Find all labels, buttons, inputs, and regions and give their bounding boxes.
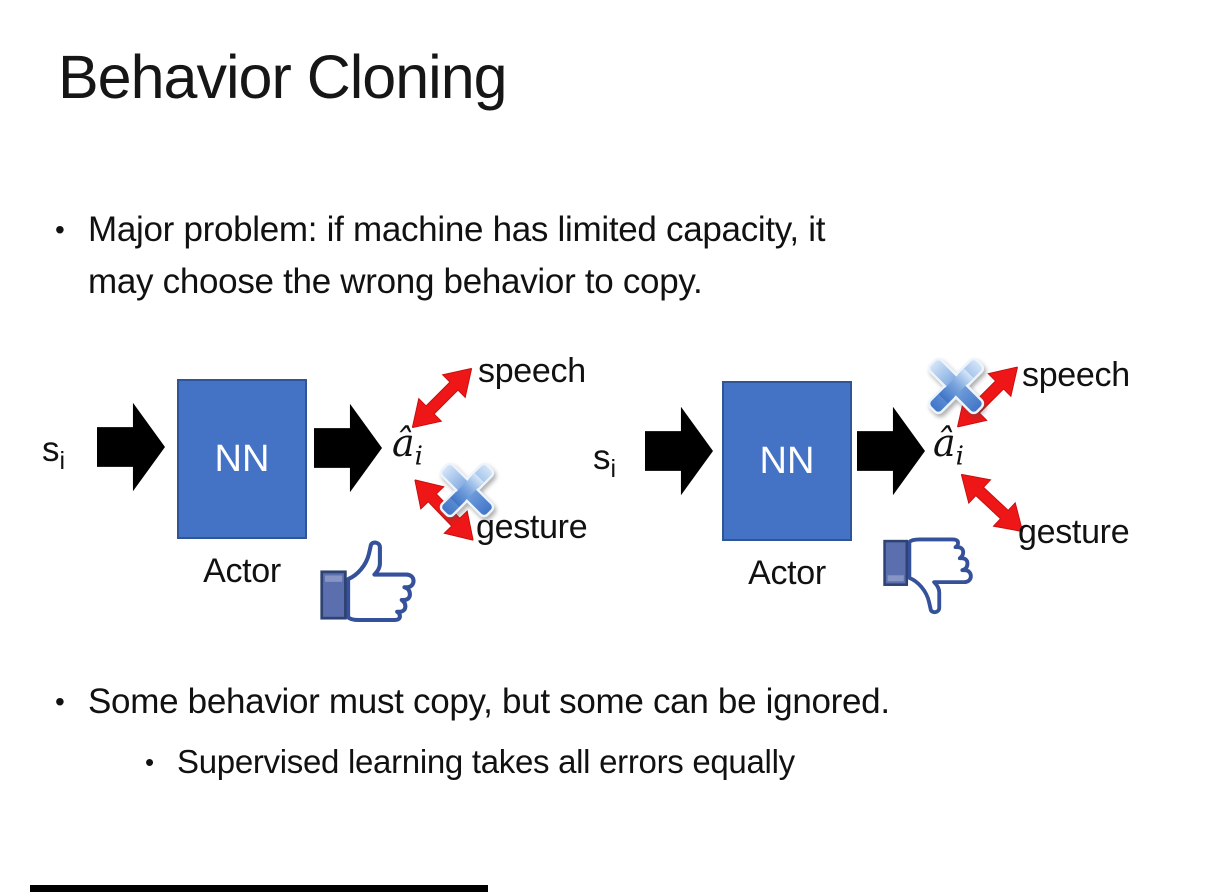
bullet-marker: • <box>145 747 155 777</box>
left-input-state-label: si <box>42 430 66 475</box>
blue-cross-x-icon <box>439 462 495 518</box>
right-nn-label: NN <box>759 439 815 482</box>
thumbs-up-icon <box>320 540 416 623</box>
right-nn-box: NN <box>722 381 852 541</box>
left-nn-label: NN <box>214 437 270 480</box>
right-input-state-label: si <box>593 438 617 483</box>
bullet-some-behavior: • Some behavior must copy, but some can … <box>55 676 890 728</box>
blue-cross-x-icon <box>927 357 985 415</box>
left-actor-label: Actor <box>203 552 281 590</box>
bullet-supervised-text: Supervised learning takes all errors equ… <box>177 743 795 780</box>
block-arrow-right-icon <box>97 402 165 492</box>
red-double-headed-arrow-icon <box>950 462 1035 544</box>
block-arrow-right-icon <box>645 406 713 496</box>
right-speech-label: speech <box>1022 356 1130 394</box>
bullet-marker: • <box>55 214 65 245</box>
bullet-major-problem: • Major problem: if machine has limited … <box>55 204 825 308</box>
block-arrow-right-icon <box>314 403 382 493</box>
left-gesture-label: gesture <box>476 508 588 546</box>
thumbs-down-icon <box>883 537 973 615</box>
left-nn-box: NN <box>177 379 307 539</box>
page-title: Behavior Cloning <box>58 43 508 111</box>
right-gesture-label: gesture <box>1018 513 1130 551</box>
bullet-major-problem-line1: Major problem: if machine has limited ca… <box>88 210 826 249</box>
left-output-action-label: âi <box>392 421 423 472</box>
right-output-action-label: âi <box>933 421 964 472</box>
bullet-major-problem-line2: may choose the wrong behavior to copy. <box>88 262 703 301</box>
right-actor-label: Actor <box>748 554 826 592</box>
red-double-headed-arrow-icon <box>400 356 483 439</box>
bullet-marker: • <box>55 686 65 717</box>
bullet-supervised-learning: • Supervised learning takes all errors e… <box>145 738 795 786</box>
left-speech-label: speech <box>478 352 586 390</box>
bottom-partial-bar <box>30 885 488 892</box>
bullet-some-behavior-text: Some behavior must copy, but some can be… <box>88 682 890 721</box>
block-arrow-right-icon <box>857 406 925 496</box>
